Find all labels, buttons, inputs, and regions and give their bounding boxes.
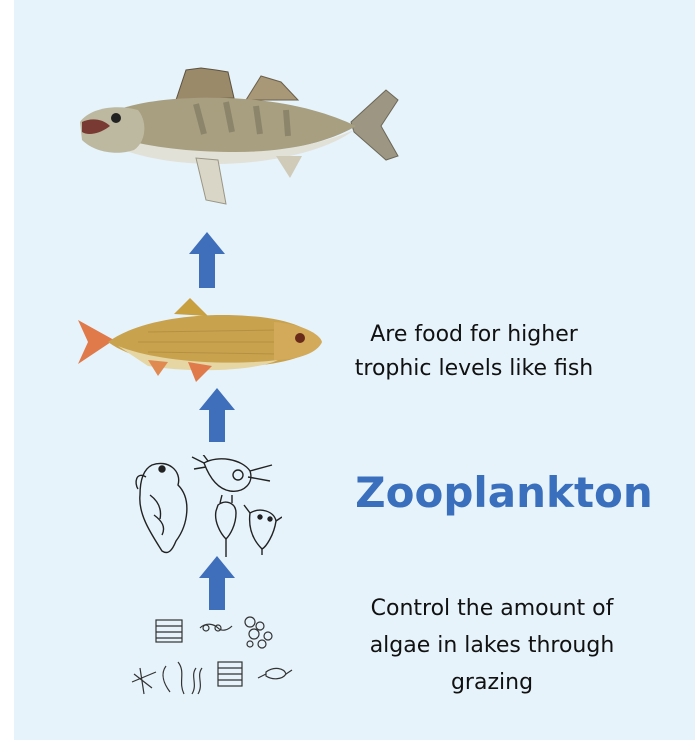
roach-fish-image	[78, 296, 324, 386]
grazing-control-label: Control the amount of algae in lakes thr…	[342, 590, 642, 701]
zooplankton-sketches-image	[132, 455, 282, 560]
zooplankton-title: Zooplankton	[344, 468, 664, 517]
up-arrow-icon	[199, 556, 235, 610]
food-for-fish-label: Are food for higher trophic levels like …	[344, 318, 604, 386]
up-arrow-icon	[199, 388, 235, 442]
diagram-panel: Are food for higher trophic levels like …	[14, 0, 695, 740]
up-arrow-icon	[189, 232, 225, 288]
algae-sketches-image	[126, 612, 296, 704]
zander-fish-image	[76, 60, 406, 210]
